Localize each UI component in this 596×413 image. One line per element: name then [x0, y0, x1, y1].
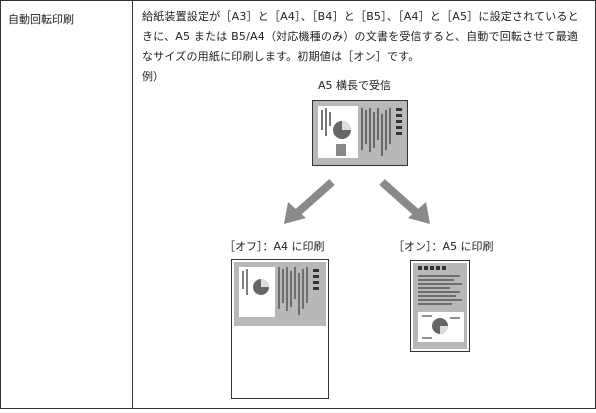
- setting-name: 自動回転印刷: [8, 13, 74, 26]
- arrow-to-on: [379, 179, 430, 224]
- on-result-page: [410, 260, 470, 352]
- received-caption: A5 横長で受信: [318, 79, 392, 92]
- table-left-border: [0, 0, 1, 409]
- example-label: 例）: [142, 70, 164, 83]
- arrow-to-off: [284, 179, 335, 224]
- off-caption: ［オフ］：A4 に印刷: [224, 240, 325, 253]
- on-caption: ［オン］：A5 に印刷: [393, 240, 494, 253]
- received-page-illustration: [312, 100, 408, 166]
- column-divider: [132, 0, 133, 409]
- setting-description: 給紙装置設定が［A3］と［A4］、［B4］と［B5］、［A4］と［A5］に設定さ…: [142, 10, 579, 63]
- off-result-page: [231, 259, 329, 399]
- table-top-border: [0, 0, 596, 1]
- table-bottom-border: [0, 408, 596, 409]
